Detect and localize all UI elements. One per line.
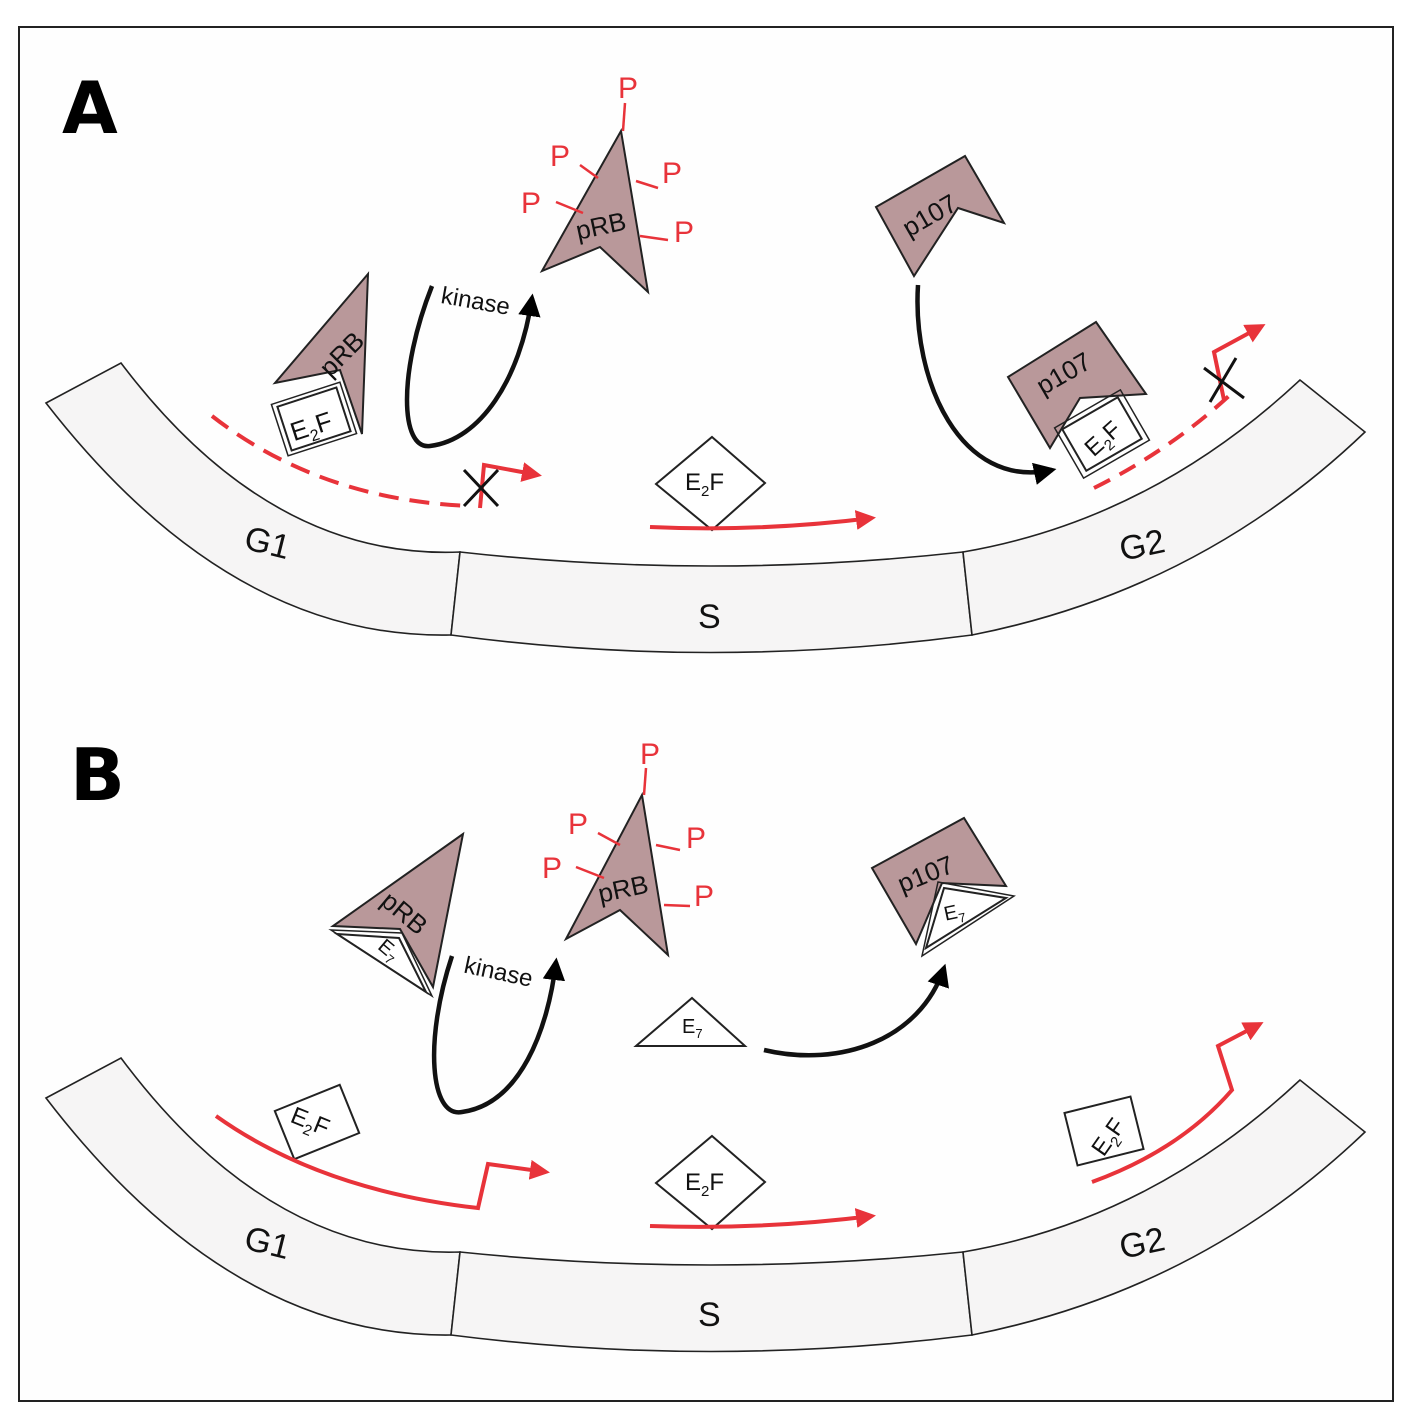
phosphate-b-right-upper: P <box>686 822 706 855</box>
cell-cycle-band-a: G1 S G2 <box>44 361 1367 654</box>
e2f-s-diamond <box>654 1134 767 1231</box>
phosphate-bonds-b <box>575 767 691 908</box>
prb-phosphorylated-b: pRB P P P P P <box>542 738 714 958</box>
label-g2: G2 <box>1116 522 1168 569</box>
kinase-b-curve <box>431 955 566 1115</box>
e7-bound-p107-triangle <box>924 886 1009 951</box>
prb-e7-complex: pRB E7 <box>328 831 465 999</box>
phosphate-label-right-lower: P <box>674 216 694 249</box>
label-b-g2: G2 <box>1116 1220 1168 1267</box>
transcript-start-arrow <box>478 462 542 509</box>
e7-bound-p107-label: E7 <box>942 900 967 929</box>
e2f-g1-active: E2F <box>214 1083 550 1211</box>
e2f-s-active: E2F <box>649 1134 876 1231</box>
panel-a-letter: A <box>62 66 118 150</box>
panel-b-letter: B <box>70 733 125 817</box>
phosphate-b-top: P <box>640 738 660 771</box>
dashed-transcript-line <box>210 414 471 508</box>
phosphate-label-left-lower: P <box>521 187 541 220</box>
block-x-g2-icon <box>1203 357 1245 403</box>
prb-bound-b-shape <box>330 831 465 990</box>
panel-b: B G1 S G2 pRB E7 kinase pRB <box>44 733 1367 1353</box>
band-b-segment-g2 <box>962 1078 1367 1336</box>
phosphate-label-top: P <box>618 72 638 105</box>
prb-phos-shape <box>539 128 650 295</box>
p107-bound-b-shape <box>870 816 1008 947</box>
p107-e7-complex: p107 E7 <box>870 816 1016 958</box>
p107-free-shape <box>874 154 1007 278</box>
phosphate-b-right-lower: P <box>694 880 714 913</box>
e2f-g1-box <box>273 1083 361 1161</box>
p107-binding-arrow <box>915 284 1057 485</box>
prb-bound-shape <box>272 271 370 435</box>
phosphate-bonds <box>555 102 669 242</box>
phosphate-b-left-lower: P <box>542 852 562 885</box>
g2-transcript-arrow <box>1091 1022 1264 1184</box>
cell-cycle-band-b: G1 S G2 <box>44 1056 1367 1353</box>
phosphate-b-left-upper: P <box>568 808 588 841</box>
e2f-bound-box <box>276 386 352 452</box>
e2f-s-label: E2F <box>685 1169 724 1200</box>
prb-e2f-complex-g1: pRB E2F <box>270 271 370 457</box>
e2f-free-s-a: E2F <box>649 435 876 532</box>
e7-free-triangle <box>633 996 748 1047</box>
phosphate-label-right-upper: P <box>662 157 682 190</box>
block-x-icon <box>462 468 500 508</box>
e2f-free-label: E2F <box>685 469 724 500</box>
s-transcript-arrow <box>649 510 876 531</box>
e2f-g2-box <box>1063 1095 1145 1167</box>
repressed-transcript-g2 <box>1093 324 1266 490</box>
p107-e2f-complex-g2: p107 E2F <box>1006 320 1151 480</box>
dashed-transcript-g2-line <box>1093 393 1232 490</box>
phosphate-label-left-upper: P <box>550 140 570 173</box>
panel-a: A G1 S G2 pRB E2F kinase <box>44 66 1367 654</box>
s-transcript-b-arrow <box>649 1208 876 1229</box>
kinase-curve <box>404 285 541 449</box>
prb-phos-b-shape <box>563 791 670 958</box>
repressed-transcript-g1 <box>210 414 542 509</box>
p107-bound-shape <box>1006 320 1148 450</box>
label-s: S <box>698 598 721 636</box>
e2f-bound-g2-box <box>1060 395 1144 473</box>
g1-transcript-arrow <box>214 1114 550 1211</box>
p107-free-a: p107 <box>874 154 1057 485</box>
e7-to-p107-arrow <box>763 963 949 1058</box>
prb-phosphorylated-a: pRB P P P P P <box>521 72 694 295</box>
band-segment-g2 <box>962 378 1367 636</box>
label-b-s: S <box>698 1296 721 1334</box>
e7-free-label: E7 <box>682 1016 703 1041</box>
e2f-g2-active: E2F <box>1063 1022 1264 1184</box>
e7-free: E7 <box>633 963 949 1058</box>
